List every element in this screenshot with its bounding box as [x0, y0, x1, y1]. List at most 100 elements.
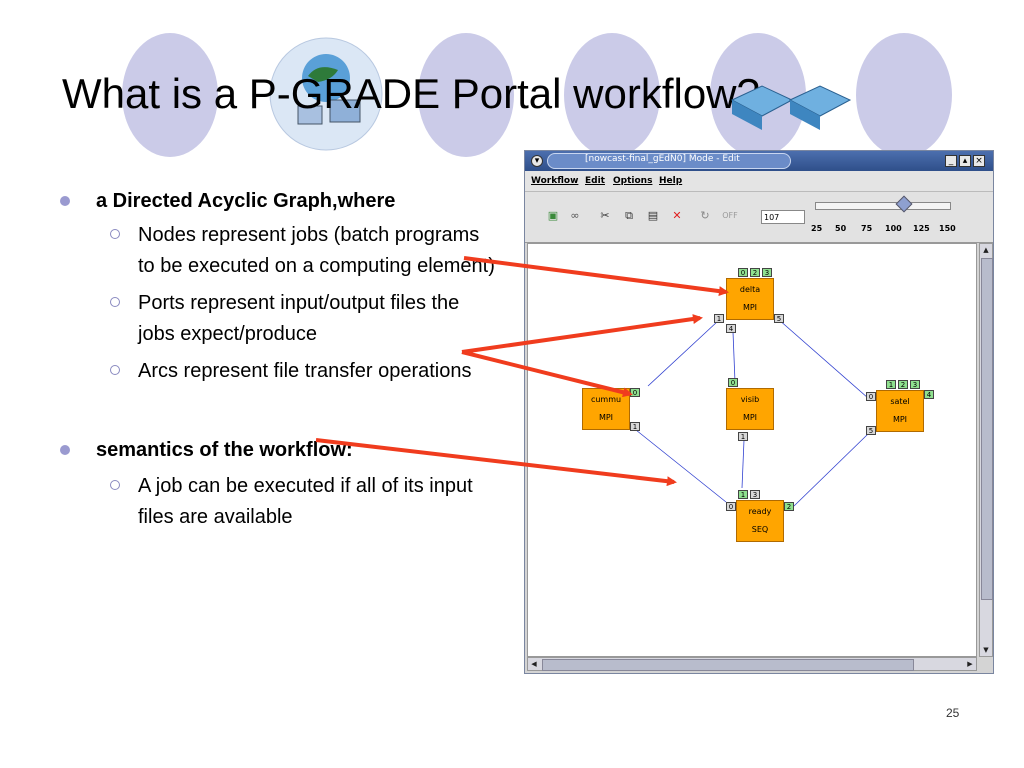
bullet-text: a Directed Acyclic Graph,where — [96, 190, 396, 212]
sub-bullet-item: A job can be executed if all of its inpu… — [60, 471, 500, 533]
arc[interactable] — [777, 318, 869, 399]
window-menu-icon[interactable]: ▾ — [531, 155, 543, 167]
zoom-slider-track[interactable] — [815, 202, 951, 210]
sub-bullet-item: Nodes represent jobs (batch programs to … — [60, 220, 500, 282]
job-ready[interactable]: ready SEQ — [736, 500, 784, 542]
job-visib[interactable]: visib MPI — [726, 388, 774, 430]
input-port[interactable]: 1 — [630, 422, 640, 431]
job-name: delta — [739, 285, 761, 294]
zoom-tick: 100 — [885, 224, 902, 233]
bullet-list: a Directed Acyclic Graph,where Nodes rep… — [60, 184, 500, 533]
bullet-item: semantics of the workflow: — [60, 437, 500, 463]
decor-circle — [418, 33, 514, 157]
bullet-text: semantics of the workflow: — [96, 439, 353, 461]
arc[interactable] — [647, 320, 719, 387]
sub-bullet-ring — [110, 297, 120, 307]
window-title: [nowcast-final_gEdN0] Mode - Edit — [585, 154, 740, 164]
window-titlebar[interactable]: ▾ [nowcast-final_gEdN0] Mode - Edit _ ▴ … — [525, 151, 993, 171]
job-name: cummu — [590, 395, 622, 404]
bullet-dot — [60, 445, 70, 455]
scroll-down-icon[interactable]: ▼ — [983, 646, 989, 654]
network-computers-icon — [730, 85, 852, 130]
new-job-icon[interactable]: ▣ — [547, 209, 559, 222]
menu-edit[interactable]: Edit — [585, 176, 605, 186]
output-port[interactable]: 0 — [728, 378, 738, 387]
zoom-tick: 75 — [861, 224, 873, 233]
bullet-item: a Directed Acyclic Graph,where — [60, 188, 500, 214]
decor-circle — [856, 33, 952, 157]
sub-bullet-text: A job can be executed if all of its inpu… — [138, 475, 473, 528]
menu-workflow[interactable]: Workflow — [531, 176, 579, 186]
output-port[interactable]: 2 — [898, 380, 908, 389]
globe-icon — [269, 37, 383, 151]
input-port[interactable]: 3 — [750, 490, 760, 499]
vertical-scroll-thumb[interactable] — [981, 258, 993, 600]
sub-bullet-text: Nodes represent jobs (batch programs to … — [138, 224, 495, 277]
input-port[interactable]: 5 — [774, 314, 784, 323]
job-cummu[interactable]: cummu MPI — [582, 388, 630, 430]
job-delta[interactable]: delta MPI — [726, 278, 774, 320]
horizontal-scrollbar[interactable]: ◀ ▶ — [527, 657, 977, 671]
input-port[interactable]: 0 — [866, 392, 876, 401]
output-port[interactable]: 3 — [910, 380, 920, 389]
input-port[interactable]: 5 — [866, 426, 876, 435]
sub-bullet-item: Ports represent input/output files the j… — [60, 288, 500, 350]
input-port[interactable]: 1 — [738, 432, 748, 441]
zoom-tick: 125 — [913, 224, 930, 233]
paste-icon[interactable]: ▤ — [647, 209, 659, 222]
sub-bullet-ring — [110, 229, 120, 239]
sub-bullet-text: Ports represent input/output files the j… — [138, 292, 460, 345]
job-name: visib — [740, 395, 760, 404]
menu-options[interactable]: Options — [613, 176, 653, 186]
scroll-right-icon[interactable]: ▶ — [967, 660, 973, 668]
sub-bullet-ring — [110, 365, 120, 375]
cut-icon[interactable]: ✂ — [600, 209, 610, 222]
slide-number: 25 — [946, 706, 960, 720]
job-type: SEQ — [751, 525, 769, 534]
output-port[interactable]: 4 — [924, 390, 934, 399]
slide-title: What is a P-GRADE Portal workflow? — [62, 70, 760, 117]
refresh-icon[interactable]: ↻ — [700, 209, 710, 222]
toolbar: ▣ ∞ ✂ ⧉ ▤ ✕ ↻ OFF 107 25 50 75 100 125 1… — [525, 191, 993, 243]
bullet-dot — [60, 196, 70, 206]
output-port[interactable]: 2 — [784, 502, 794, 511]
input-port[interactable]: 1 — [714, 314, 724, 323]
zoom-input[interactable]: 107 — [761, 210, 805, 224]
workflow-canvas[interactable]: 0 2 3 delta MPI 1 5 4 cummu MPI 0 1 0 vi… — [527, 243, 977, 657]
job-type: MPI — [892, 415, 908, 424]
delete-icon[interactable]: ✕ — [672, 209, 682, 222]
output-port[interactable]: 0 — [738, 268, 748, 277]
output-port[interactable]: 1 — [738, 490, 748, 499]
output-port[interactable]: 0 — [630, 388, 640, 397]
horizontal-scroll-thumb[interactable] — [542, 659, 914, 671]
off-label[interactable]: OFF — [722, 211, 738, 220]
zoom-tick: 50 — [835, 224, 847, 233]
input-port[interactable]: 4 — [726, 324, 736, 333]
zoom-tick: 150 — [939, 224, 956, 233]
job-satel[interactable]: satel MPI — [876, 390, 924, 432]
scroll-up-icon[interactable]: ▲ — [983, 246, 989, 254]
job-name: satel — [890, 397, 910, 406]
title-pill — [547, 153, 791, 169]
arc[interactable] — [635, 429, 727, 503]
arc[interactable] — [741, 439, 745, 489]
input-port[interactable]: 0 — [726, 502, 736, 511]
decor-circle — [122, 33, 218, 157]
copy-icon[interactable]: ⧉ — [625, 209, 633, 222]
output-port[interactable]: 3 — [762, 268, 772, 277]
arc[interactable] — [793, 433, 869, 507]
arc[interactable] — [732, 331, 736, 383]
menu-help[interactable]: Help — [659, 176, 683, 186]
job-type: MPI — [598, 413, 614, 422]
output-port[interactable]: 1 — [886, 380, 896, 389]
sub-bullet-text: Arcs represent file transfer operations — [138, 360, 472, 382]
maximize-icon[interactable]: ▴ — [959, 155, 971, 167]
vertical-scrollbar[interactable]: ▲ ▼ — [979, 243, 993, 657]
minimize-icon[interactable]: _ — [945, 155, 957, 167]
menu-bar: Workflow Edit Options Help — [525, 171, 993, 191]
close-icon[interactable]: × — [973, 155, 985, 167]
link-icon[interactable]: ∞ — [570, 209, 580, 222]
sub-bullet-ring — [110, 480, 120, 490]
output-port[interactable]: 2 — [750, 268, 760, 277]
scroll-left-icon[interactable]: ◀ — [531, 660, 537, 668]
